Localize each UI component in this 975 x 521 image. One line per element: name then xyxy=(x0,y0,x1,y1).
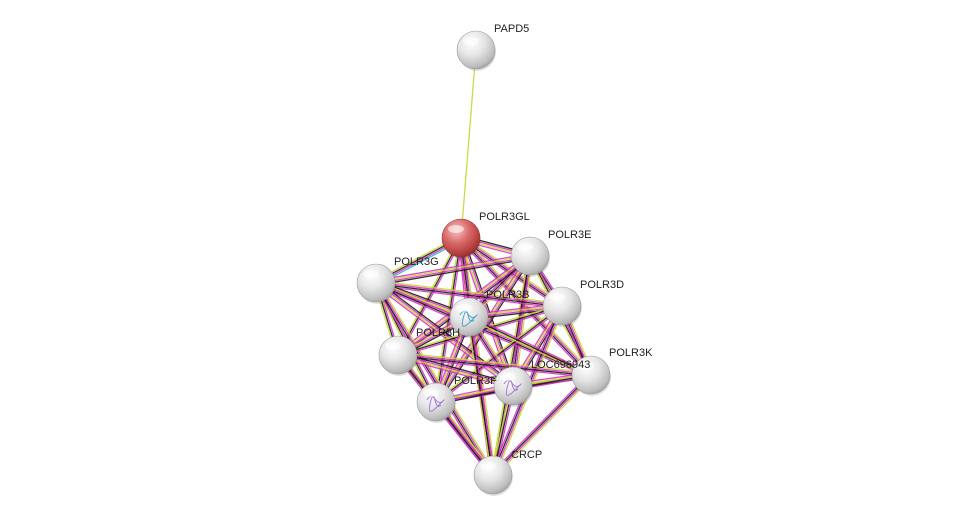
node-polr3g[interactable] xyxy=(356,263,396,304)
edge-POLR3G-CRCP-coexpression xyxy=(374,283,493,476)
node-loc696943[interactable] xyxy=(493,366,533,407)
edge-POLR3H-LOC696943-textmining xyxy=(397,355,513,388)
node-sphere[interactable] xyxy=(542,286,582,326)
edge-POLR3D-POLR3F-textmining xyxy=(434,304,562,402)
node-highlight xyxy=(363,270,379,278)
edge-PAPD5-POLR3GL-textmining xyxy=(460,49,477,239)
node-label-polr3e: POLR3E xyxy=(548,229,591,241)
protein-structure-icon xyxy=(426,395,445,412)
node-highlight xyxy=(463,37,479,45)
node-sphere[interactable] xyxy=(378,335,418,375)
node-label-polr3h: POLR3H xyxy=(416,327,460,339)
node-polr3e[interactable] xyxy=(510,236,550,277)
node-label-polr3d: POLR3D xyxy=(580,279,624,291)
edge-POLR3H-LOC696943-experiments xyxy=(398,353,514,386)
node-label-papd5: PAPD5 xyxy=(494,23,529,35)
node-sphere[interactable] xyxy=(473,455,513,495)
edge-POLR3E-POLR3G-experiments xyxy=(375,252,530,282)
edge-POLR3H-POLR3K-experiments xyxy=(398,353,592,375)
edge-POLR3D-POLR3F-experiments xyxy=(436,306,564,404)
edge-POLR3E-POLR3G-experiments xyxy=(376,256,531,285)
node-sphere[interactable] xyxy=(510,236,550,276)
edge-POLR3H-POLR3K-coexpression xyxy=(397,355,591,377)
edge-POLR3G-POLR3D-experiments xyxy=(375,284,562,310)
edge-POLR3GL-CRCP-textmining xyxy=(462,237,497,475)
node-polr3b[interactable] xyxy=(449,297,489,338)
edge-POLR3G-POLR3D-textmining xyxy=(376,279,563,305)
node-highlight xyxy=(517,243,533,251)
node-highlight xyxy=(423,389,439,397)
node-highlight xyxy=(448,225,464,233)
nodes-layer xyxy=(356,30,611,496)
edge-POLR3G-LOC696943-experiments xyxy=(374,284,512,389)
protein-structure-icon xyxy=(503,379,522,396)
edge-POLR3GL-POLR3K-textmining xyxy=(462,235,594,374)
node-highlight xyxy=(549,293,565,301)
edge-POLR3G-LOC696943-experiments xyxy=(376,281,514,386)
edge-POLR3GL-POLR3K-experiments xyxy=(461,237,593,375)
edge-POLR3B-POLR3K-textmining xyxy=(468,317,591,378)
edge-POLR3G-LOC696943-textmining xyxy=(375,283,513,388)
node-crcp[interactable] xyxy=(473,455,513,496)
edge-POLR3K-CRCP-textmining xyxy=(494,376,594,478)
node-polr3gl[interactable] xyxy=(441,218,481,259)
edge-POLR3K-CRCP-experiments xyxy=(490,372,590,474)
edge-POLR3B-POLR3K-coexpression xyxy=(468,316,592,376)
edge-POLR3GL-LOC696943-coexpression xyxy=(462,236,516,386)
node-label-polr3b: POLR3B xyxy=(486,289,529,301)
edge-POLR3H-POLR3K-textmining xyxy=(398,351,592,374)
node-sphere[interactable] xyxy=(356,263,396,303)
edge-POLR3D-POLR3F-coexpression xyxy=(435,305,563,403)
node-polr3h[interactable] xyxy=(378,335,418,376)
node-sphere[interactable] xyxy=(456,30,496,70)
protein-structure-icon xyxy=(459,310,478,327)
edge-POLR3H-LOC696943-experiments xyxy=(397,356,513,389)
edge-POLR3G-POLR3D-coexpression xyxy=(375,283,562,308)
edge-POLR3G-CRCP-textmining xyxy=(377,281,496,475)
edge-POLR3K-CRCP-experiments xyxy=(493,375,593,477)
node-polr3k[interactable] xyxy=(571,355,611,396)
node-papd5[interactable] xyxy=(456,30,496,71)
edge-POLR3H-LOC696943-coexpression xyxy=(398,352,514,385)
node-polr3f[interactable] xyxy=(416,382,456,423)
node-label-polr3g: POLR3G xyxy=(394,256,439,268)
edge-POLR3E-POLR3G-textmining xyxy=(375,254,530,283)
node-highlight xyxy=(456,304,472,312)
node-highlight xyxy=(500,373,516,381)
node-label-polr3f: POLR3F xyxy=(454,375,497,387)
node-label-polr3gl: POLR3GL xyxy=(479,211,530,223)
node-highlight xyxy=(480,462,496,470)
node-polr3d[interactable] xyxy=(542,286,582,327)
node-label-loc696943: LOC696943 xyxy=(531,359,590,371)
node-highlight xyxy=(385,342,401,350)
node-label-polr3k: POLR3K xyxy=(609,347,653,359)
edge-POLR3E-POLR3G-coexpression xyxy=(376,257,531,287)
node-sphere[interactable] xyxy=(441,218,481,258)
edge-POLR3B-POLR3K-experiments xyxy=(469,314,592,375)
node-highlight xyxy=(578,362,594,370)
edge-POLR3K-CRCP-coexpression xyxy=(491,373,591,475)
edge-POLR3G-CRCP-experiments xyxy=(376,282,495,475)
edge-POLR3G-POLR3D-experiments xyxy=(376,281,563,306)
node-label-crcp: CRCP xyxy=(511,449,542,461)
